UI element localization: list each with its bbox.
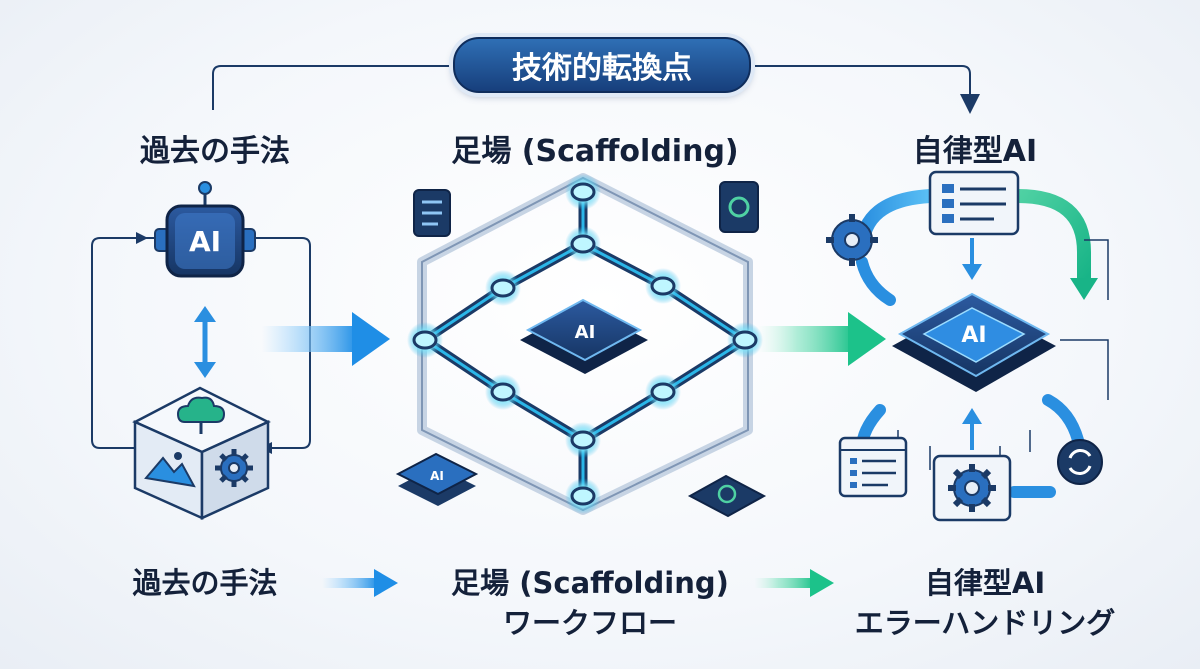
stacked-chips-icon: [395, 452, 479, 506]
scaffold-node: [732, 330, 758, 350]
refresh-icon: [1057, 439, 1103, 485]
scaffold-node: [570, 182, 596, 202]
scaffold-node: [650, 382, 676, 402]
gear-icon: [215, 449, 253, 487]
main-chip-icon: [892, 292, 1056, 392]
ai-robot-icon: [154, 181, 256, 278]
transition-arrow-2: [758, 312, 886, 366]
gear-box-icon: [932, 454, 1012, 522]
document-list-icon: [928, 170, 1020, 236]
chip-icon: [520, 298, 648, 374]
header-autonomous-ai: 自律型AI: [912, 134, 1038, 169]
scaffold-node: [570, 486, 596, 506]
scaffold-node: [570, 234, 596, 254]
main-chip-ai-label: AI: [961, 323, 986, 348]
title-text: 技術的転換点: [512, 51, 692, 86]
scaffold-nodes: [407, 174, 763, 514]
gear-icon: [826, 214, 878, 266]
mountain-image-icon: [144, 452, 196, 488]
transition-arrow-1: [262, 312, 390, 366]
scaffold-node: [412, 330, 438, 350]
center-chip-ai-label: AI: [575, 322, 596, 343]
footer-past-method: 過去の手法: [132, 566, 278, 600]
small-chip-icon: [687, 474, 767, 518]
footer-scaffolding-line2: ワークフロー: [502, 606, 677, 640]
header-past-method: 過去の手法: [140, 134, 290, 169]
scaffold-node: [650, 276, 676, 296]
past-method-illustration: [91, 181, 311, 520]
footer-scaffolding-line1: 足場 (Scaffolding): [451, 566, 729, 600]
robot-ai-label: AI: [189, 225, 221, 258]
scaffold-node: [490, 278, 516, 298]
header-scaffolding: 足場 (Scaffolding): [451, 134, 739, 169]
title-connector: [212, 65, 980, 114]
footer-arrow-2: [754, 569, 834, 597]
footer-autonomous-line2: エラーハンドリング: [854, 606, 1116, 640]
refresh-icon: [719, 181, 759, 233]
scaffolding-illustration: [395, 173, 767, 518]
autonomous-ai-illustration: [826, 170, 1109, 522]
footer-autonomous-line1: 自律型AI: [924, 566, 1046, 600]
scaffold-node: [490, 382, 516, 402]
checklist-window-icon: [838, 436, 908, 498]
cloud-icon: [176, 396, 226, 434]
stacked-chip-ai-label: AI: [430, 469, 444, 483]
title-banner: 技術的転換点: [453, 37, 751, 93]
footer-arrow-1: [322, 569, 398, 597]
checklist-icon: [413, 189, 451, 237]
scaffold-node: [570, 430, 596, 450]
bidirectional-arrow: [194, 306, 216, 378]
cube-image-icon: [132, 386, 271, 520]
